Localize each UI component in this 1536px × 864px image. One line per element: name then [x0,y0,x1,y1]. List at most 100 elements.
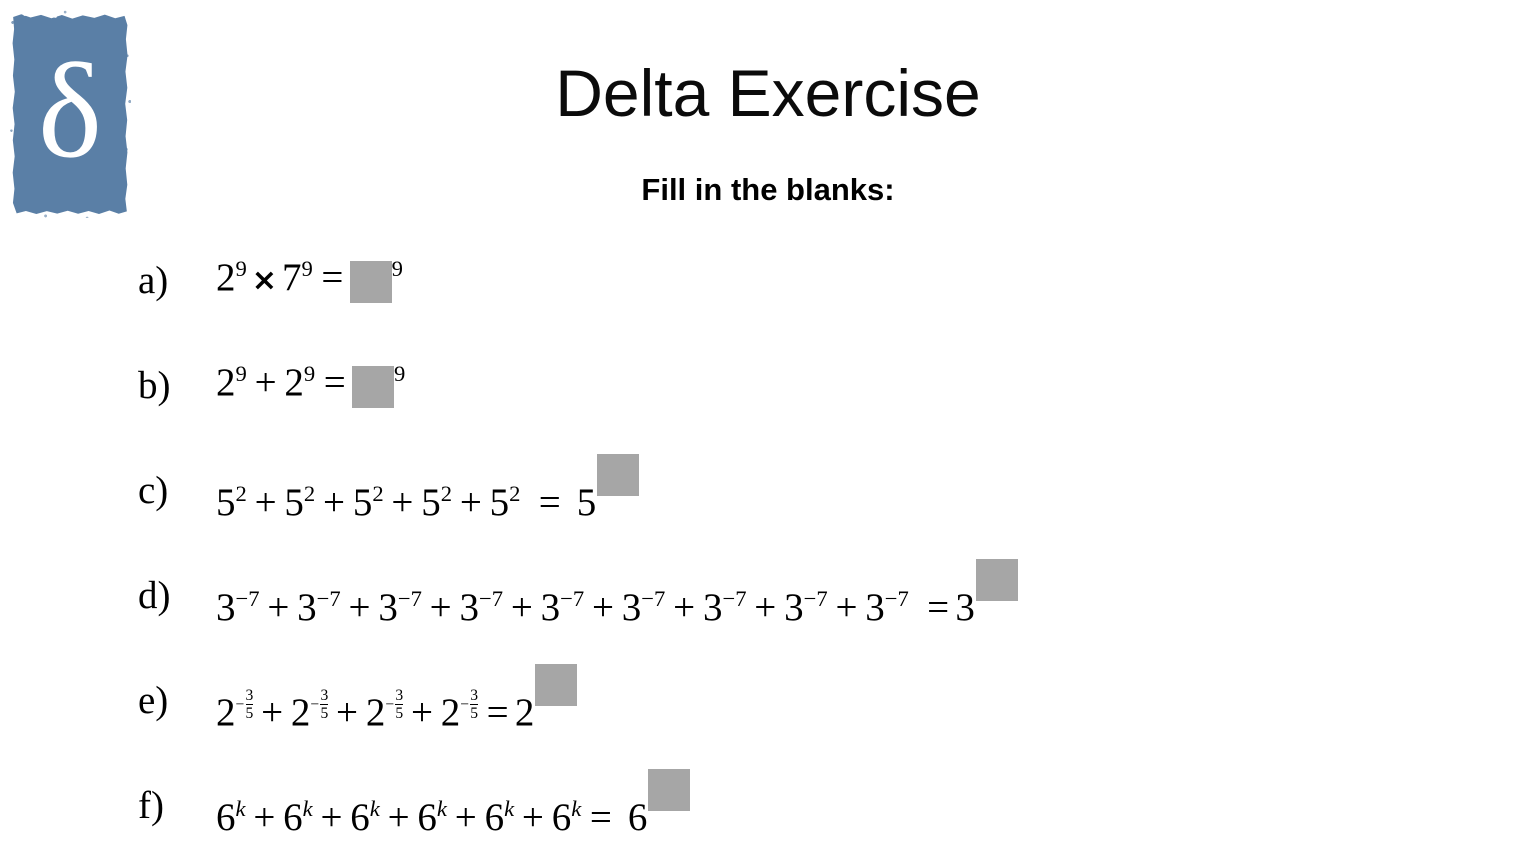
term-f-2: 6k [283,796,313,839]
term-d-8: 3−7 [784,586,828,629]
problem-label-c: c) [138,469,169,512]
answer-blank-b[interactable] [352,365,395,408]
term-f-4: 6k [417,796,447,839]
exponent-c-3: 2 [372,481,384,506]
plus-operator-b: + [254,361,277,405]
term-d-3: 3−7 [378,586,422,629]
fraction-numerator-e-3: 3 [395,686,404,704]
result-base-f: 6 [627,796,648,839]
answer-blank-a[interactable] [349,260,392,303]
term-d-5: 3−7 [541,586,585,629]
base-d-3: 3 [378,586,398,629]
base-d-6: 3 [621,586,642,629]
base-f-2: 6 [283,796,303,839]
fraction-denominator-e-1: 5 [245,704,254,722]
plus-operator-d-7: + [754,586,777,629]
base-a-1: 2 [216,256,236,300]
term-f-1: 6k [216,796,246,839]
base-d-9: 3 [865,586,885,629]
result-base-c: 5 [576,481,597,524]
base-f-6: 6 [551,796,572,839]
exponent-d-4: −7 [478,586,504,611]
equals-sign-d: = [927,586,950,629]
term-c-5: 52 [490,481,521,524]
term-c-1: 52 [216,481,247,524]
exponent-d-2: −7 [316,586,341,611]
answer-blank-d[interactable] [975,559,1018,602]
problem-expression-f: 6k+6k+6k+6k+6k+6k= 6 [216,769,691,839]
result-base-e: 2 [514,691,535,734]
base-e-1: 2 [216,691,236,734]
exponent-f-2: k [302,796,313,821]
answer-blank-e[interactable] [535,664,578,707]
term-a-1: 29 [216,256,247,299]
exponent-d-5: −7 [560,586,585,611]
fraction-bar-e-3 [395,704,404,706]
exponent-d-9: −7 [884,586,909,611]
exponent-d-7: −7 [722,586,747,611]
delta-glyph-icon: δ [37,36,103,187]
exponent-b-1: 9 [235,361,247,387]
base-f-5: 6 [484,796,505,839]
plus-operator-c-2: + [323,481,346,524]
base-e-3: 2 [365,691,386,734]
exponent-d-6: −7 [641,586,666,611]
exponent-sign-e-4: − [460,695,470,713]
exponent-b-2: 9 [303,361,316,387]
equals-sign-e: = [486,691,509,734]
exponent-f-1: k [235,796,246,821]
exponent-f-6: k [571,796,582,821]
plus-operator-c-1: + [254,481,277,524]
plus-operator-e-3: + [410,691,433,734]
exponent-d-8: −7 [803,586,828,611]
base-d-7: 3 [702,586,723,629]
equals-sign-f: = [589,796,612,839]
term-d-9: 3−7 [865,586,909,629]
plus-operator-d-5: + [591,586,614,629]
fraction-bar-e-4 [470,704,479,706]
plus-operator-e-2: + [336,691,359,734]
base-d-8: 3 [784,586,804,629]
exponent-f-4: k [436,796,447,821]
base-f-3: 6 [350,796,370,839]
term-sum-c: 52+52+52+52+52 [216,481,530,524]
base-c-1: 5 [216,481,236,524]
base-c-4: 5 [421,481,441,524]
fraction-denominator-e-2: 5 [320,704,329,722]
plus-operator-d-6: + [673,586,696,629]
fraction-denominator-e-3: 5 [395,704,404,722]
problem-expression-b: 29+29=9 [216,361,406,408]
fraction-denominator-e-4: 5 [470,704,479,722]
problem-row-d: d) 3−7+3−7+3−7+3−7+3−7+3−7+3−7+3−7+3−7 =… [0,543,1536,648]
answer-exponent-b: 9 [394,361,406,387]
exponent-a-1: 9 [235,256,247,282]
fraction-bar-e-1 [245,704,254,706]
exponent-sign-e-2: − [310,695,320,713]
fraction-numerator-e-4: 3 [470,686,479,704]
problem-label-b: b) [138,364,171,407]
plus-operator-f-1: + [253,796,276,839]
answer-blank-f[interactable] [648,769,691,812]
exponent-sign-e-1: − [235,695,245,713]
base-d-2: 3 [297,586,317,629]
term-f-3: 6k [350,796,380,839]
problem-row-b: b) 29+29=9 [0,333,1536,438]
result-base-d: 3 [955,586,975,629]
plus-operator-c-4: + [459,481,482,524]
fraction-bar-e-2 [320,704,329,706]
plus-operator-f-2: + [320,796,343,839]
base-b-1: 2 [216,361,236,405]
problem-row-c: c) 52+52+52+52+52 = 5 [0,438,1536,543]
term-c-4: 52 [421,481,452,524]
answer-blank-c[interactable] [597,454,640,497]
problem-label-d: d) [138,574,171,617]
problem-label-e: e) [138,679,169,722]
